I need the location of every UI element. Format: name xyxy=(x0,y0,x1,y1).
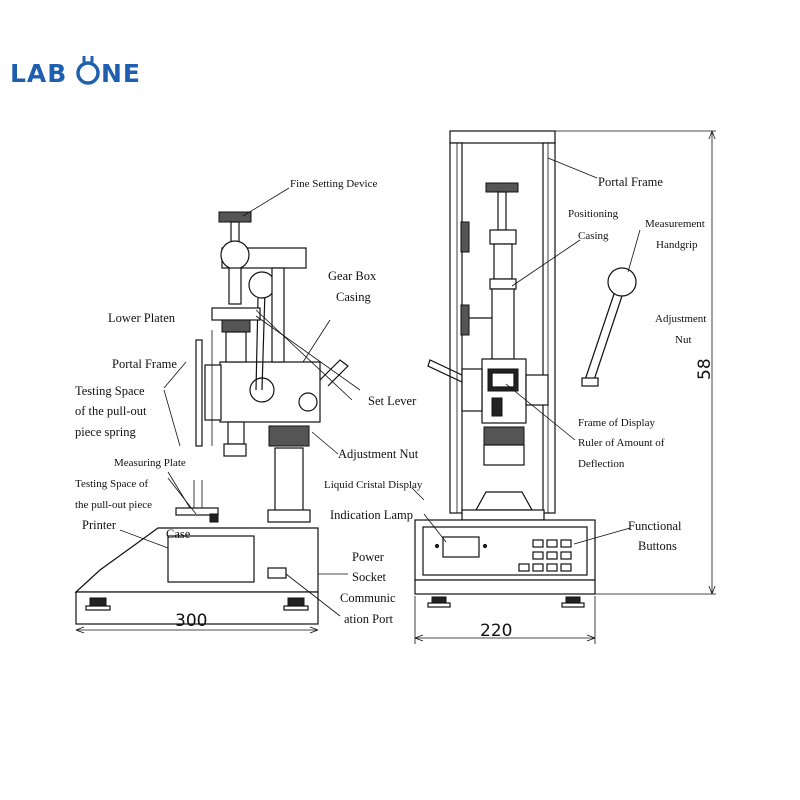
label-measurement-2: Handgrip xyxy=(656,239,698,251)
label-positioning-2: Casing xyxy=(578,230,609,242)
label-indication-lamp: Indication Lamp xyxy=(330,508,413,522)
label-testing-spring-3: piece spring xyxy=(75,425,136,439)
lcd-window xyxy=(442,536,480,558)
dimension-58: 58 xyxy=(695,358,715,380)
label-adjustment-1: Adjustment xyxy=(655,313,706,325)
portal-top xyxy=(449,130,556,144)
label-lower-platen: Lower Platen xyxy=(108,311,176,325)
right-machine-front-view xyxy=(411,130,716,644)
label-fine-setting: Fine Setting Device xyxy=(290,178,377,190)
label-set-lever: Set Lever xyxy=(368,394,417,408)
printer-box xyxy=(167,535,255,583)
fine-setting-knob xyxy=(218,211,252,223)
label-gear-box-1: Gear Box xyxy=(328,269,377,283)
logo-flask-icon xyxy=(76,56,100,85)
adjustment-nut-knurl xyxy=(268,425,310,447)
label-testing-piece-1: Testing Space of xyxy=(75,478,148,490)
label-functional-1: Functional xyxy=(628,519,682,533)
label-printer: Printer xyxy=(82,518,117,532)
label-power-2: Socket xyxy=(352,570,387,584)
column xyxy=(274,447,304,519)
label-frame-display-3: Deflection xyxy=(578,458,625,470)
dimension-300: 300 xyxy=(175,611,207,631)
measuring-plate xyxy=(175,507,219,516)
label-functional-2: Buttons xyxy=(638,539,677,553)
label-measurement-1: Measurement xyxy=(645,218,705,230)
label-measuring-plate: Measuring Plate xyxy=(114,457,186,469)
label-case: Case xyxy=(166,527,191,541)
label-testing-spring-1: Testing Space xyxy=(75,384,145,398)
label-lcd: Liquid Cristal Display xyxy=(324,479,423,491)
label-frame-display-2: Ruler of Amount of xyxy=(578,437,665,449)
label-comm-2: ation Port xyxy=(344,612,393,626)
base-plate xyxy=(75,591,319,625)
dimension-220: 220 xyxy=(480,621,512,641)
logo-text-ne: NE xyxy=(101,59,141,88)
functional-buttons-grid xyxy=(518,539,572,572)
label-positioning-1: Positioning xyxy=(568,208,619,220)
label-power-1: Power xyxy=(352,550,385,564)
label-testing-piece-2: the pull-out piece xyxy=(75,499,152,511)
measurement-handgrip-ball xyxy=(607,267,637,297)
left-machine-side-view xyxy=(74,187,361,634)
comm-port xyxy=(267,567,287,579)
brand-logo: LAB NE xyxy=(10,56,141,88)
label-frame-display-1: Frame of Display xyxy=(578,417,655,429)
label-comm-1: Communic xyxy=(340,591,396,605)
label-adjustment-2: Nut xyxy=(675,334,692,346)
column-foot xyxy=(267,509,311,523)
lever-ball xyxy=(248,271,276,299)
label-portal-frame-left: Portal Frame xyxy=(112,357,177,371)
portal-right-post xyxy=(542,142,556,514)
label-portal-frame-right: Portal Frame xyxy=(598,175,663,189)
logo-text-lab: LAB xyxy=(10,59,67,88)
label-gear-box-2: Casing xyxy=(336,290,371,304)
portal-left-post xyxy=(449,142,463,514)
label-adjustment-nut-left: Adjustment Nut xyxy=(338,447,419,461)
label-testing-spring-2: of the pull-out xyxy=(75,404,147,418)
